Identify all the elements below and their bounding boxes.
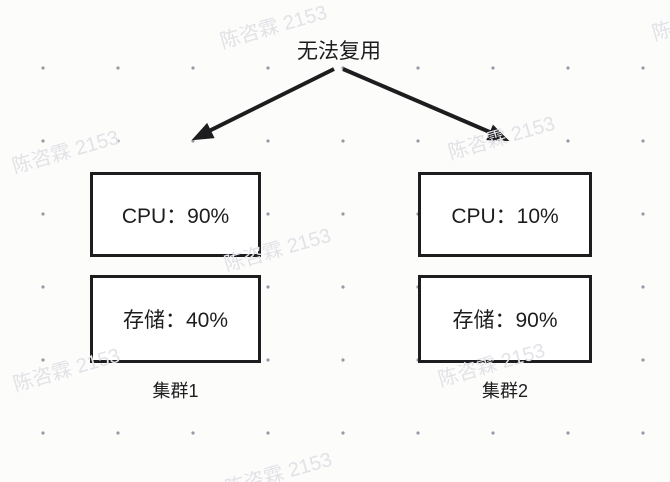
- cluster2-storage-text: 存储：90%: [452, 309, 558, 332]
- arrow-right-head-icon: [486, 124, 510, 142]
- cluster1-cpu-text: CPU：90%: [121, 204, 230, 228]
- cluster2-storage-box: 存储：90%: [418, 275, 592, 363]
- arrow-right-line: [342, 67, 493, 135]
- cluster2-cpu-text: CPU：10%: [451, 204, 559, 228]
- cluster2-cpu-box: CPU：10%: [418, 172, 592, 257]
- cluster2-label: 集群2: [481, 381, 528, 401]
- arrow-left-line: [208, 67, 335, 133]
- cluster1-cpu-box: CPU：90%: [90, 172, 261, 257]
- cluster1-storage-text: 存储：40%: [122, 309, 229, 332]
- cluster1-label: 集群1: [152, 381, 199, 401]
- cluster1-storage-box: 存储：40%: [90, 275, 261, 363]
- diagram-title: 无法复用: [297, 40, 381, 63]
- arrow-left-head-icon: [191, 122, 215, 141]
